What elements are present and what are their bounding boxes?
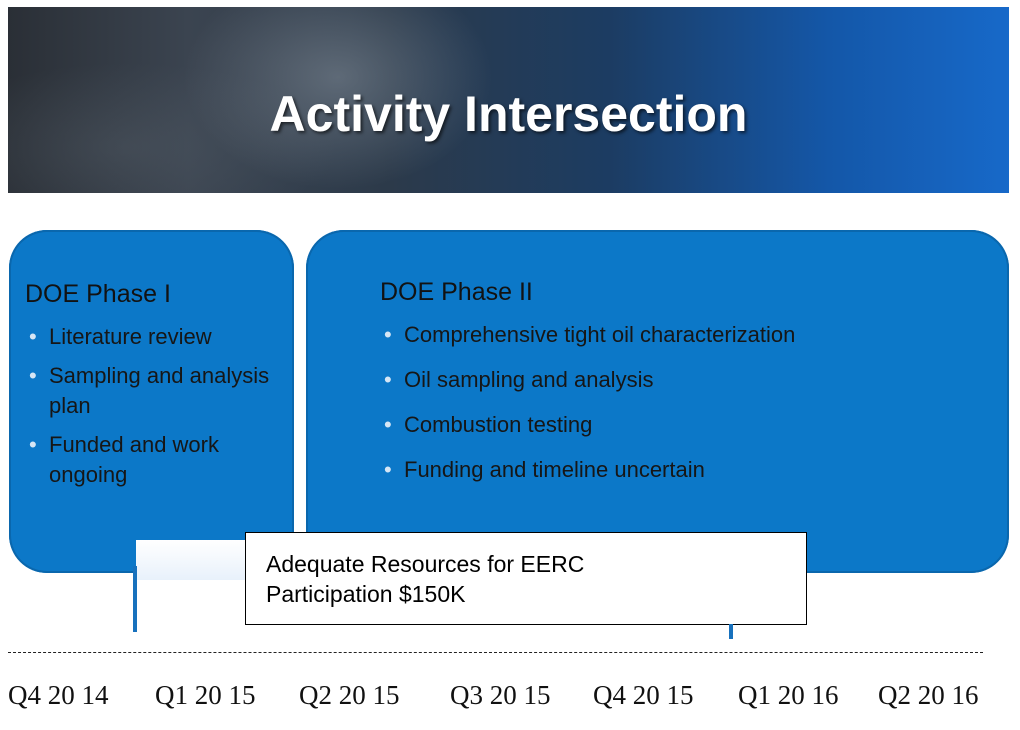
callout-line-1: Adequate Resources for EERC <box>266 551 585 577</box>
timeline-label: Q2 20 15 <box>299 680 400 710</box>
phase-two-bullets: Comprehensive tight oil characterization… <box>380 320 990 500</box>
phase-one-bullets: Literature review Sampling and analysis … <box>25 322 287 499</box>
timeline-marker-end <box>729 624 733 639</box>
timeline-marker-start <box>133 566 137 632</box>
bullet-item: Sampling and analysis plan <box>25 361 287 421</box>
resources-callout: Adequate Resources for EERC Participatio… <box>245 532 807 625</box>
timeline-label: Q4 20 15 <box>593 680 694 710</box>
timeline-dashed-line <box>8 652 983 653</box>
phase-one-box: DOE Phase I Literature review Sampling a… <box>9 230 294 573</box>
timeline-label: Q2 20 16 <box>878 680 979 710</box>
slide-title: Activity Intersection <box>269 86 748 142</box>
bullet-item: Literature review <box>25 322 287 352</box>
bullet-item: Combustion testing <box>380 410 990 440</box>
header-banner: Activity Intersection <box>8 7 1009 193</box>
phase-two-title: DOE Phase II <box>380 278 533 306</box>
timeline-label: Q1 20 16 <box>738 680 839 710</box>
bullet-item: Comprehensive tight oil characterization <box>380 320 990 350</box>
bullet-item: Funding and timeline uncertain <box>380 455 990 485</box>
timeline-label: Q3 20 15 <box>450 680 551 710</box>
timeline-axis: Q4 20 14 Q1 20 15 Q2 20 15 Q3 20 15 Q4 2… <box>0 680 1020 720</box>
phase-two-box: DOE Phase II Comprehensive tight oil cha… <box>306 230 1009 573</box>
timeline-label: Q1 20 15 <box>155 680 256 710</box>
timeline-label: Q4 20 14 <box>8 680 109 710</box>
callout-notch <box>136 540 246 580</box>
bullet-item: Funded and work ongoing <box>25 430 287 490</box>
bullet-item: Oil sampling and analysis <box>380 365 990 395</box>
phase-one-title: DOE Phase I <box>25 280 171 308</box>
callout-line-2: Participation $150K <box>266 581 466 607</box>
